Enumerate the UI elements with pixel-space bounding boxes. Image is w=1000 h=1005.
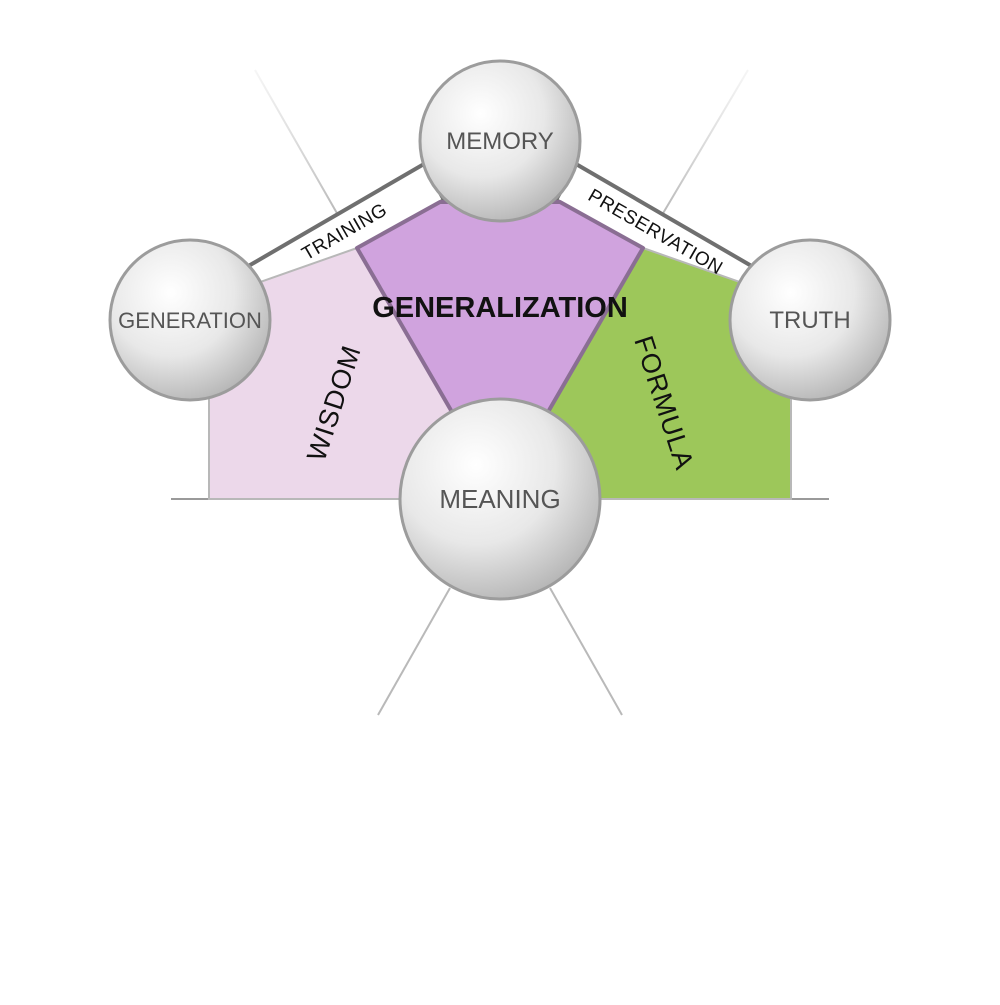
node-truth: TRUTH — [728, 238, 892, 402]
guide-line-top-left — [254, 69, 339, 216]
generation-label: GENERATION — [118, 308, 262, 333]
truth-sphere — [728, 238, 892, 402]
memory-sphere — [418, 59, 582, 223]
truth-label: TRUTH — [769, 307, 850, 334]
generalization-label: GENERALIZATION — [372, 292, 628, 324]
memory-label: MEMORY — [446, 128, 554, 155]
node-memory: MEMORY — [418, 59, 582, 223]
meaning-sphere — [398, 397, 602, 601]
guide-line-bottom-right — [549, 587, 623, 716]
generation-sphere — [108, 238, 272, 402]
meaning-label: MEANING — [439, 484, 560, 514]
guide-line-bottom-left — [377, 587, 451, 716]
node-meaning: MEANING — [398, 397, 602, 601]
node-generation: GENERATION — [108, 238, 272, 402]
guide-line-top-right — [661, 69, 749, 216]
